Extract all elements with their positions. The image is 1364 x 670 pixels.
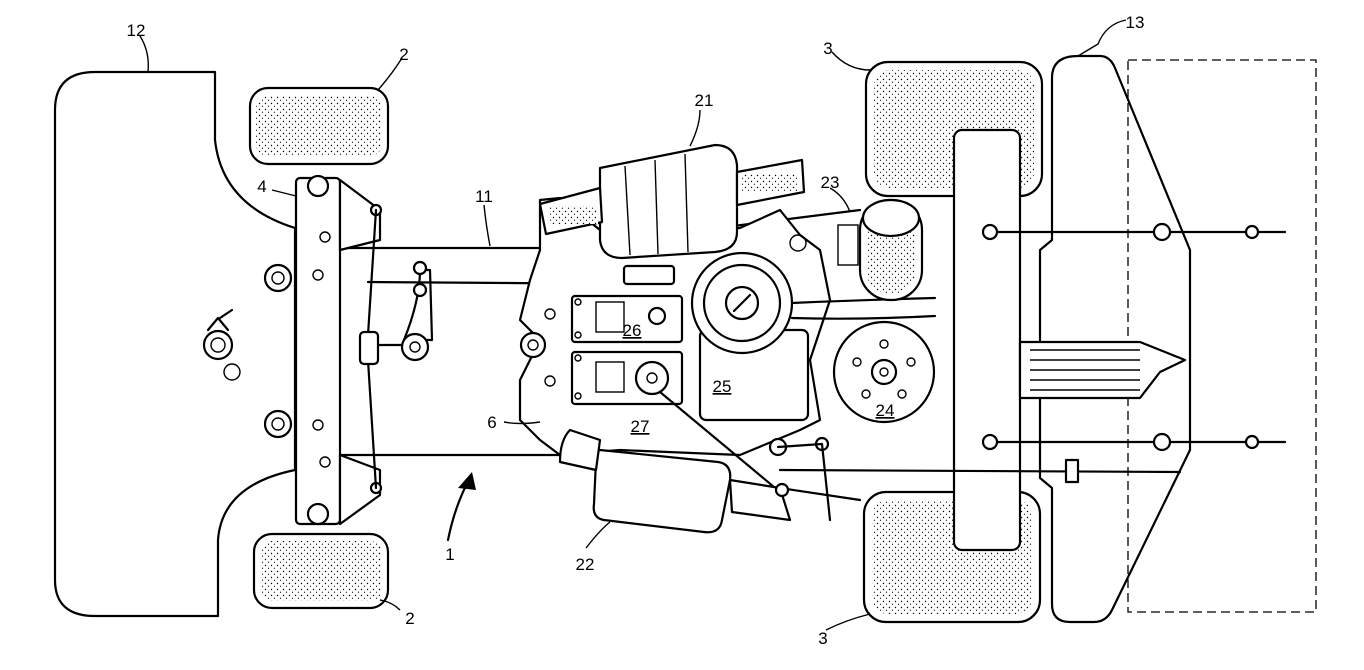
label-3-bottom: 3 bbox=[818, 629, 827, 648]
label-13: 13 bbox=[1126, 13, 1145, 32]
air-filter bbox=[838, 200, 922, 300]
label-11: 11 bbox=[475, 187, 493, 206]
label-24: 24 bbox=[876, 401, 895, 420]
label-12: 12 bbox=[127, 21, 146, 40]
label-27: 27 bbox=[631, 417, 650, 436]
rear-body-outline bbox=[1040, 56, 1190, 622]
label-2-top: 2 bbox=[399, 45, 408, 64]
label-26: 26 bbox=[623, 321, 642, 340]
front-wheel-top bbox=[250, 88, 388, 164]
arrow-head bbox=[458, 472, 476, 490]
rear-outline-dashed bbox=[1128, 60, 1316, 612]
label-4: 4 bbox=[257, 177, 266, 196]
label-6: 6 bbox=[487, 413, 496, 432]
label-25: 25 bbox=[713, 377, 732, 396]
label-23: 23 bbox=[821, 173, 840, 192]
label-2-bottom: 2 bbox=[405, 609, 414, 628]
front-mount-nuts bbox=[204, 265, 291, 437]
label-22: 22 bbox=[576, 555, 595, 574]
label-3-top: 3 bbox=[823, 39, 832, 58]
label-1: 1 bbox=[445, 545, 454, 564]
label-21: 21 bbox=[695, 91, 714, 110]
front-wheel-bottom bbox=[254, 534, 388, 608]
